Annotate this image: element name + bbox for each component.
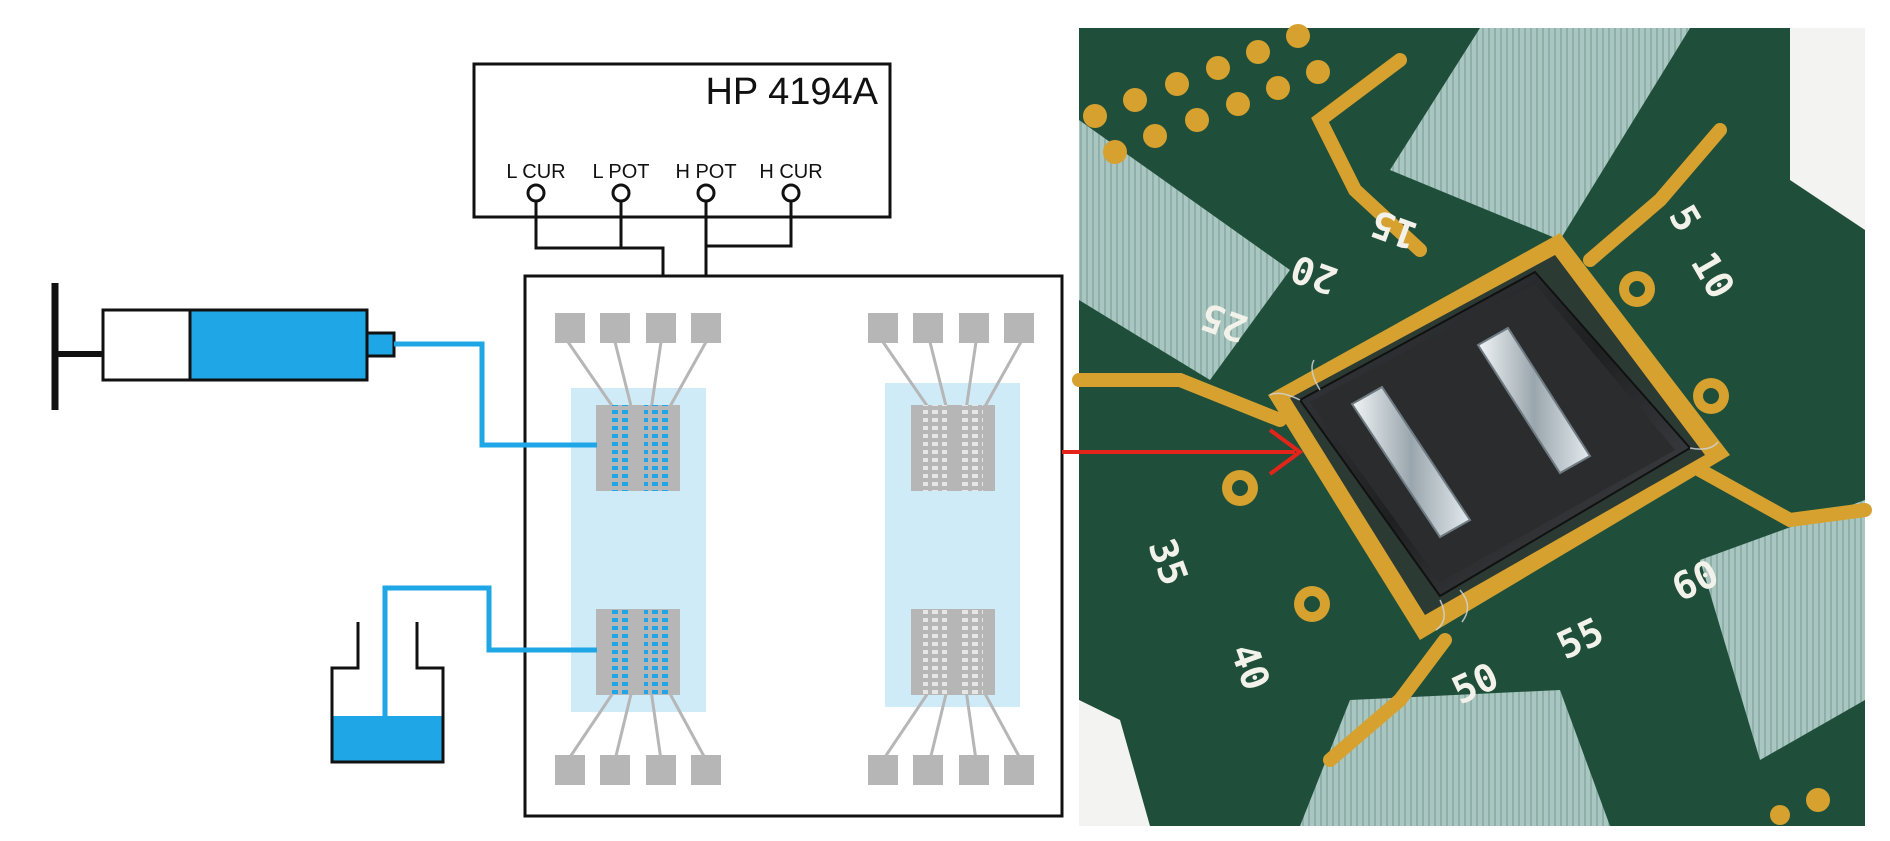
terminal-label-l-pot: L POT [592, 161, 649, 183]
pcb-gold-traces [1072, 53, 1872, 767]
contact-pads-bottom-right [868, 755, 1034, 785]
terminal-h-cur [781, 183, 801, 203]
analyzer-box: HP 4194A L CUR L POT H POT H CUR [472, 62, 892, 219]
terminal-label-h-cur: H CUR [759, 161, 822, 183]
terminal-label-h-pot: H POT [675, 161, 736, 183]
fluid-tubing [382, 341, 597, 725]
reservoir-icon [330, 622, 445, 764]
electrode-array-right-bottom [911, 609, 995, 695]
electrode-array-left-bottom [596, 609, 680, 695]
contact-pads-top-right [868, 313, 1034, 343]
electrode-array-left-top [596, 405, 680, 491]
chip-channels [1350, 326, 1592, 539]
analyzer-model-label: HP 4194A [705, 71, 878, 113]
pad-leads [566, 341, 1023, 761]
contact-pads-top-left [555, 313, 721, 343]
terminal-h-pot [696, 183, 716, 203]
pcb-photo: 5 10 15 20 25 35 40 50 55 60 [1072, 24, 1872, 826]
terminal-l-cur [526, 183, 546, 203]
contact-pads-bottom-left [555, 755, 721, 785]
terminal-l-pot [611, 183, 631, 203]
electrode-array-right-top [911, 405, 995, 491]
pointer-arrow-icon [1062, 428, 1304, 476]
terminal-label-l-cur: L CUR [506, 161, 565, 183]
syringe-icon [51, 283, 396, 410]
